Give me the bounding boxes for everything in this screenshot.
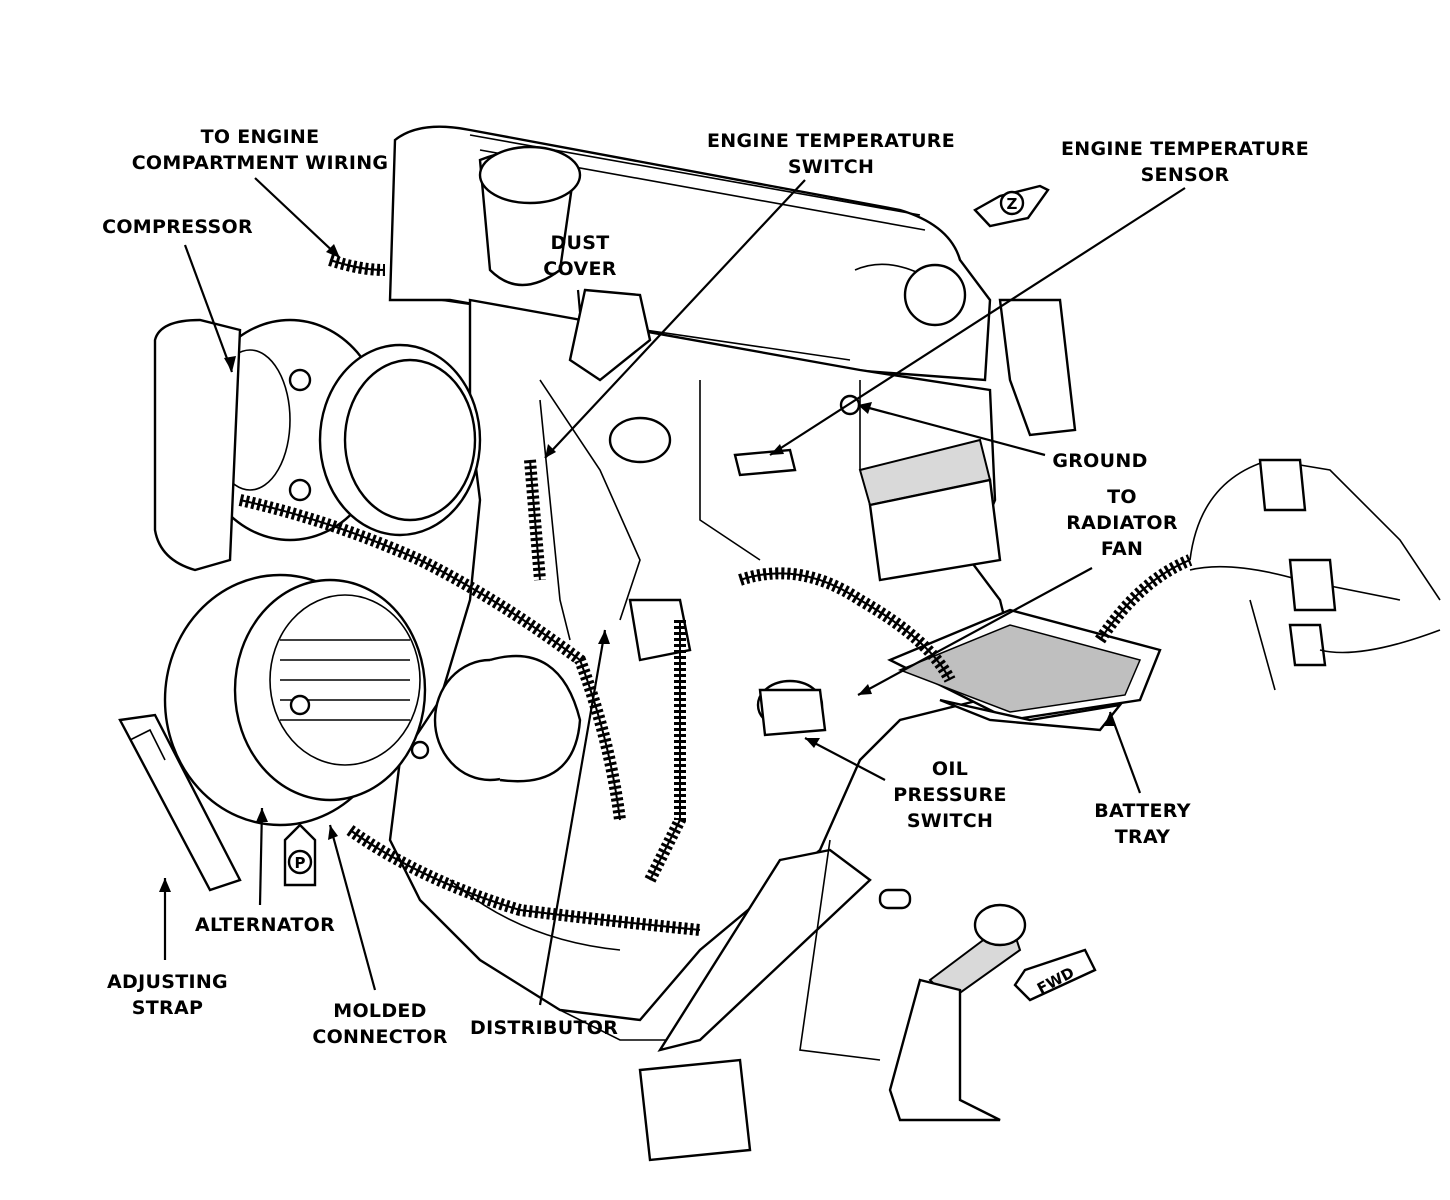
- label-oil-pressure-switch: OIL PRESSURE SWITCH: [893, 758, 1007, 832]
- thermostat-housing: [608, 394, 861, 477]
- battery-tray-part: [887, 608, 1162, 732]
- label-dust-cover: DUST COVER: [543, 232, 617, 280]
- valve-cover: [388, 125, 992, 382]
- label-ground: GROUND: [1052, 450, 1148, 472]
- label-molded-connector: MOLDED CONNECTOR: [312, 1000, 448, 1048]
- label-alternator: ALTERNATOR: [194, 914, 336, 936]
- compressor-part: [153, 318, 482, 572]
- view-z-marker: Z: [973, 184, 1050, 228]
- view-z-letter: Z: [1007, 195, 1018, 213]
- wiring-harness: [238, 254, 1441, 936]
- intake-duct: [858, 438, 1002, 582]
- label-engine-temperature-switch: ENGINE TEMPERATURE SWITCH: [706, 130, 956, 178]
- forward-arrow: FWD: [1013, 948, 1097, 1002]
- label-distributor: DISTRIBUTOR: [470, 1017, 619, 1039]
- label-adjusting-strap: ADJUSTING STRAP: [107, 971, 228, 1019]
- label-compressor: COMPRESSOR: [102, 216, 253, 238]
- support-brackets: [638, 298, 1077, 1162]
- oil-pressure-switch-part: [756, 679, 827, 737]
- leader-lines: [159, 177, 1186, 1006]
- view-p-marker: P: [283, 823, 317, 887]
- view-p-letter: P: [295, 854, 306, 872]
- label-engine-temperature-sensor: ENGINE TEMPERATURE SENSOR: [1060, 138, 1310, 186]
- alternator-part: [118, 573, 430, 892]
- label-to-radiator-fan: TO RADIATOR FAN: [1066, 486, 1178, 560]
- label-battery-tray: BATTERY TRAY: [1094, 800, 1191, 848]
- label-to-engine-compartment-wiring: TO ENGINE COMPARTMENT WIRING: [131, 126, 389, 174]
- oil-filter: [433, 654, 582, 783]
